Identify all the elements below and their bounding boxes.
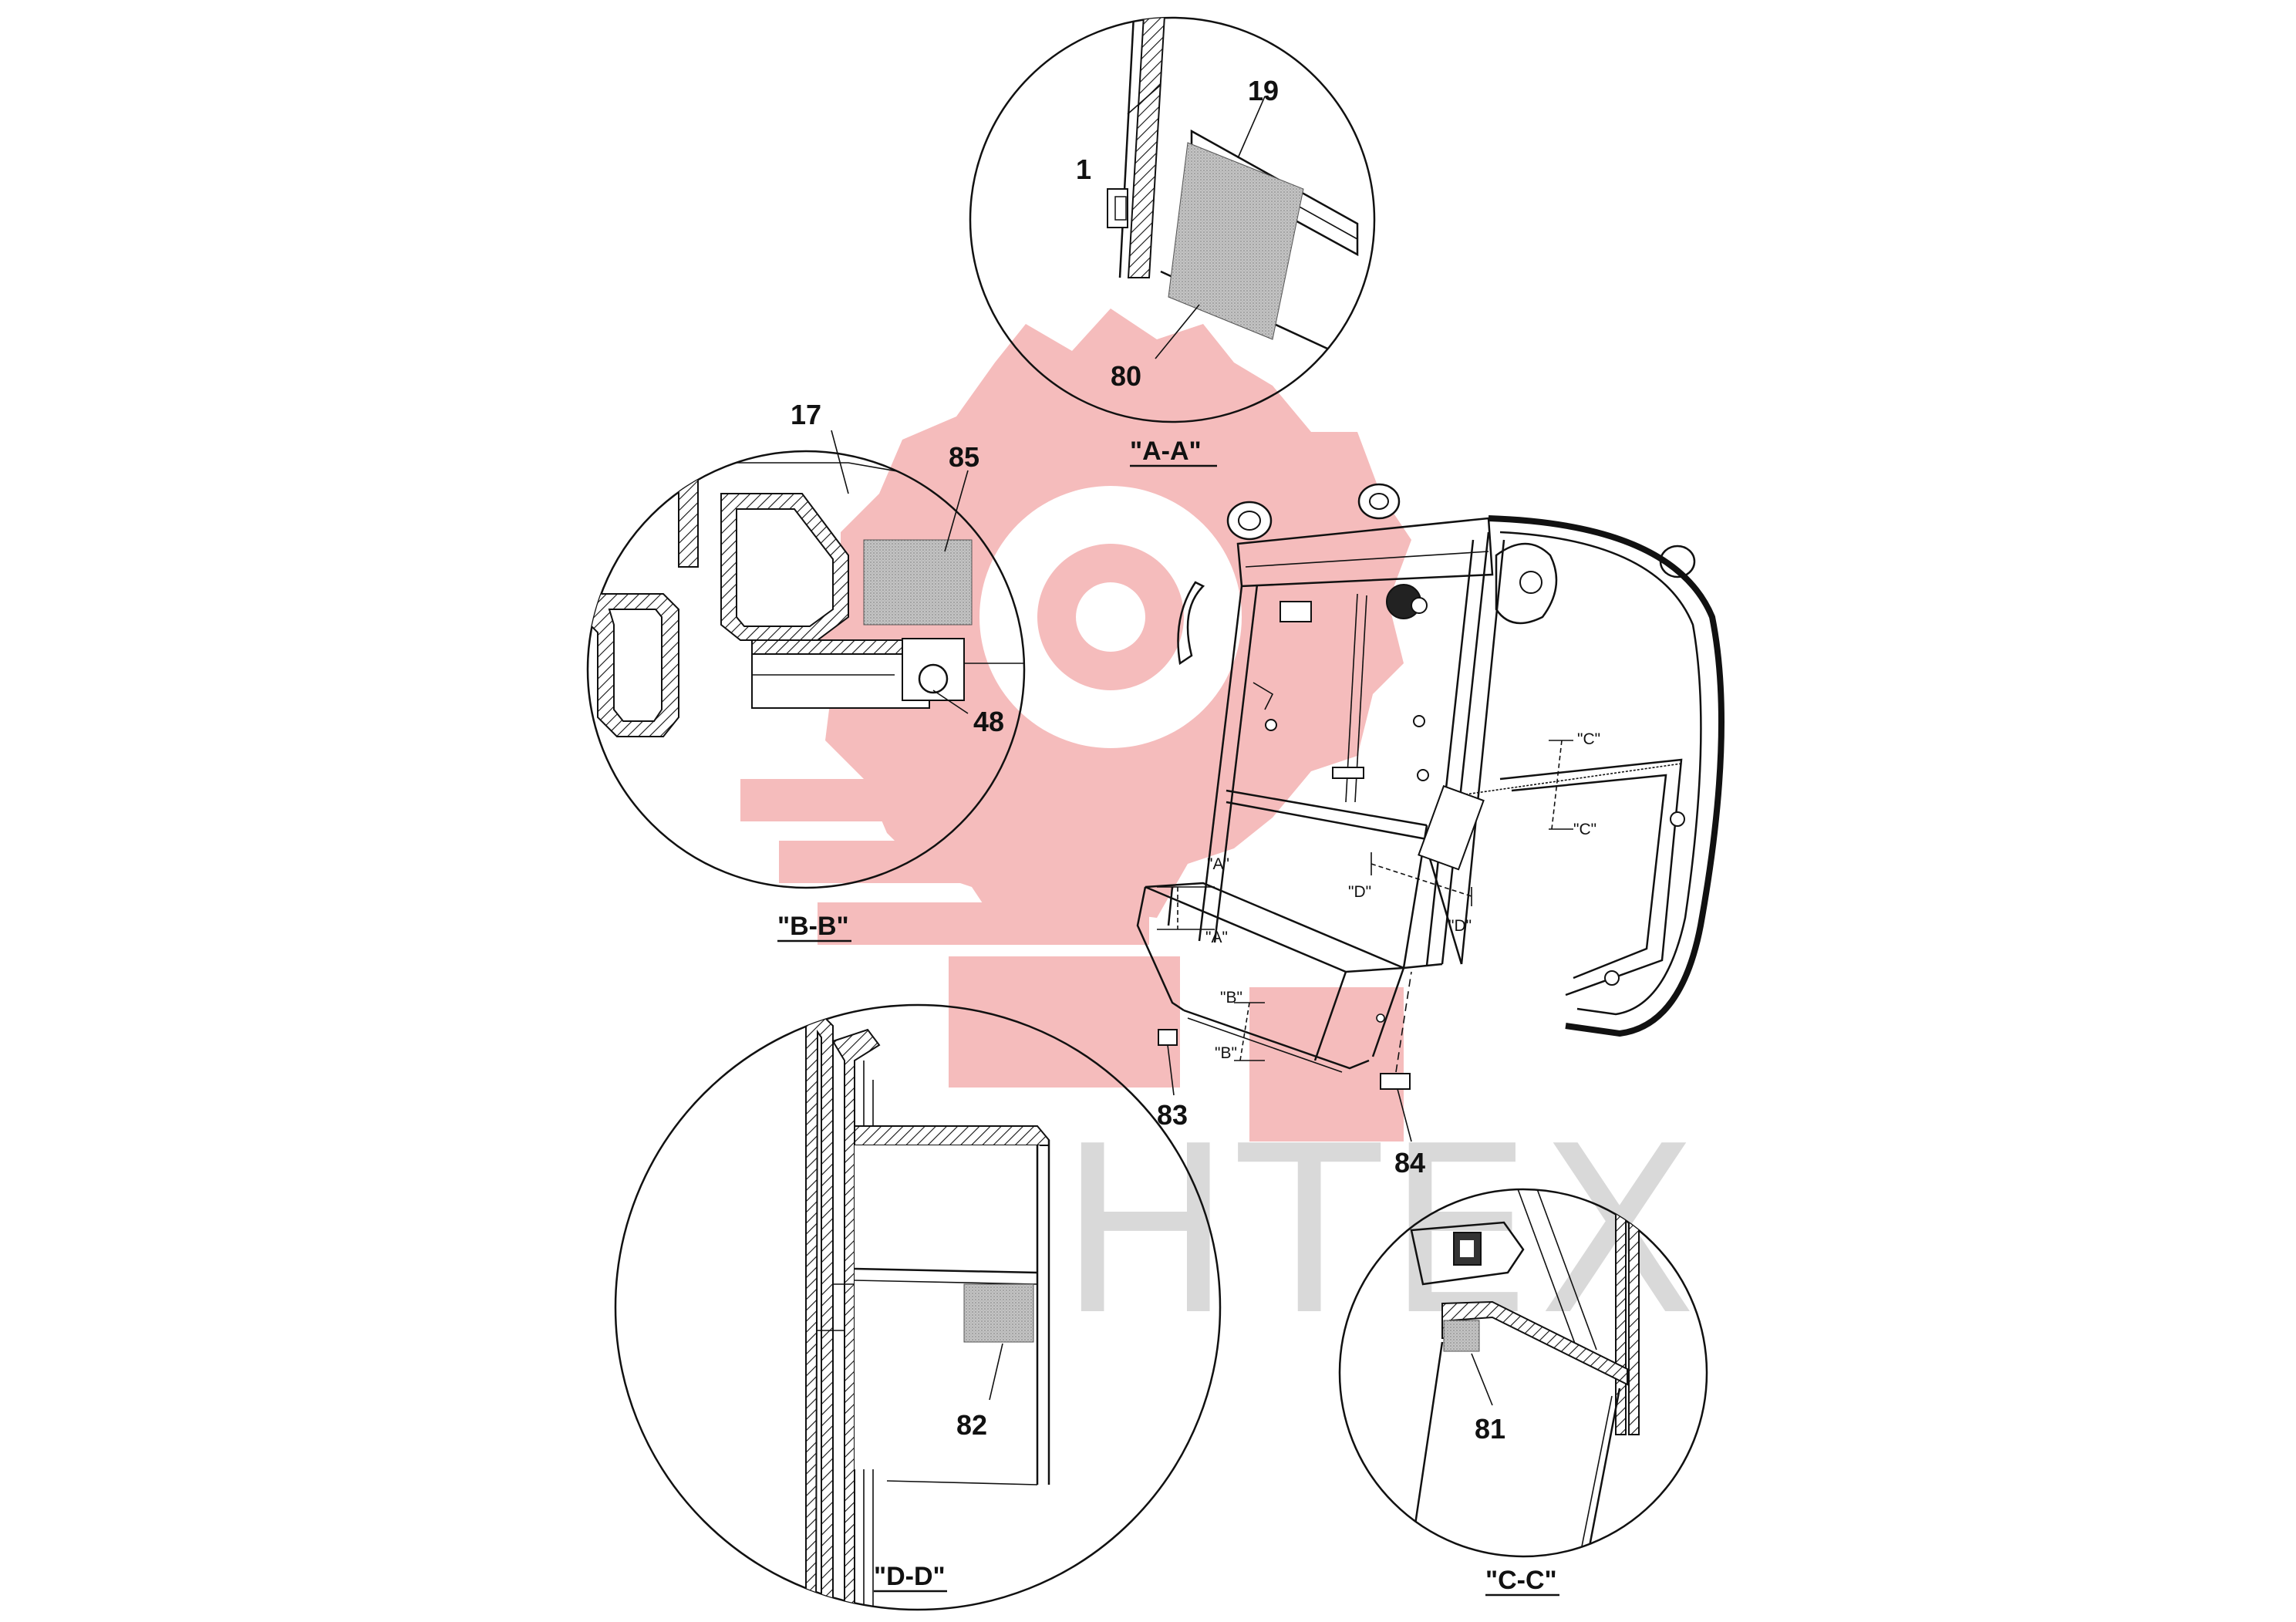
- label-19: 19: [1248, 75, 1279, 106]
- brand-logo-watermark: [740, 309, 1411, 1141]
- label-1: 1: [1076, 153, 1091, 185]
- label-17: 17: [791, 399, 821, 430]
- section-b-b-title: "B-B": [777, 912, 849, 941]
- marker-c-bottom: "C": [1573, 821, 1596, 838]
- marker-b-bottom: "B": [1215, 1044, 1237, 1062]
- section-b-b: 17 85 48 "B-B": [586, 399, 1026, 943]
- label-84: 84: [1394, 1147, 1425, 1179]
- label-82: 82: [956, 1409, 987, 1441]
- section-d-d: 82 "D-D": [614, 1003, 1222, 1611]
- label-83: 83: [1157, 1099, 1188, 1131]
- marker-a-top: "A": [1207, 855, 1229, 873]
- marker-c-top: "C": [1577, 730, 1600, 748]
- label-85: 85: [949, 441, 979, 473]
- section-a-a: 1 19 80 "A-A": [969, 16, 1376, 467]
- label-81: 81: [1475, 1413, 1505, 1445]
- label-80: 80: [1111, 360, 1141, 392]
- label-48: 48: [973, 706, 1004, 737]
- marker-d-left: "D": [1348, 883, 1371, 901]
- marker-d-right: "D": [1448, 917, 1472, 935]
- section-c-c-title: "C-C": [1485, 1566, 1557, 1595]
- main-cab-frame-view: 83 84 "A" "A" "B" "B" "C" "C" "D" "D": [1136, 483, 1725, 1179]
- marker-a-bottom: "A": [1205, 929, 1228, 946]
- lamp-center: [1357, 483, 1401, 520]
- section-c-c: 81 "C-C": [1338, 1188, 1708, 1597]
- lamp-left: [1226, 501, 1273, 541]
- marker-b-top: "B": [1220, 989, 1242, 1007]
- section-a-a-title: "A-A": [1130, 437, 1202, 466]
- section-d-d-title: "D-D": [874, 1562, 946, 1591]
